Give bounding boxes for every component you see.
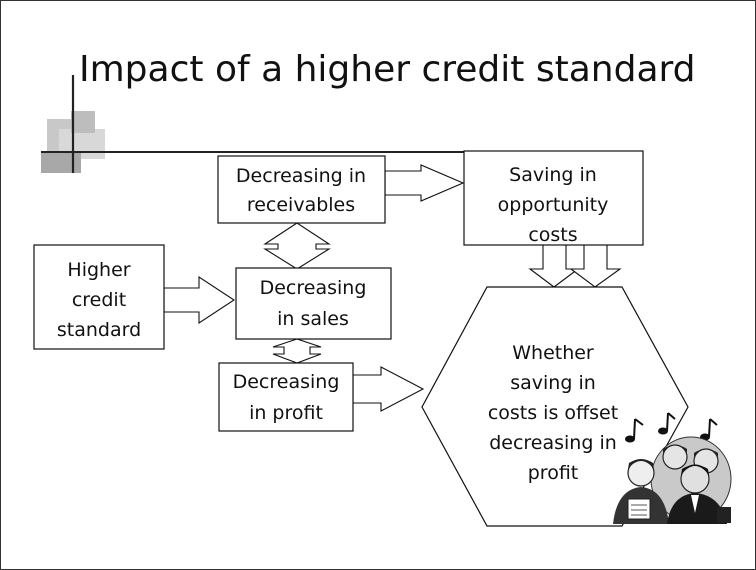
node-text: saving in bbox=[510, 372, 596, 394]
node-text: receivables bbox=[247, 194, 355, 216]
node-text: standard bbox=[57, 319, 141, 341]
node-text: Decreasing bbox=[260, 277, 367, 299]
node-decreasing-profit: Decreasing in profit bbox=[218, 362, 354, 432]
node-text: Saving in bbox=[509, 164, 597, 186]
node-text: credit bbox=[72, 289, 126, 311]
music-note-icon bbox=[625, 412, 718, 443]
node-saving-opportunity-costs: Saving in opportunity costs bbox=[463, 150, 644, 246]
arrow-profit-to-whether bbox=[352, 366, 425, 412]
node-whether-offset: Whether saving in costs is offset decrea… bbox=[421, 286, 689, 527]
node-text: profit bbox=[528, 462, 579, 484]
arrow-saving-to-whether-right bbox=[569, 244, 622, 288]
node-text: Decreasing in bbox=[236, 165, 366, 187]
node-text: Higher bbox=[67, 259, 130, 281]
node-text: Decreasing bbox=[233, 371, 340, 393]
node-text: costs bbox=[528, 224, 577, 246]
node-text: in sales bbox=[277, 308, 349, 330]
arrow-saving-to-whether-left bbox=[528, 244, 580, 288]
node-decreasing-sales: Decreasing in sales bbox=[235, 267, 392, 340]
node-higher-credit-standard: Higher credit standard bbox=[33, 244, 165, 350]
slide-title: Impact of a higher credit standard bbox=[79, 49, 696, 90]
arrow-sales-receivables-double bbox=[263, 222, 331, 270]
arrow-credit-to-sales bbox=[163, 275, 236, 325]
node-decreasing-receivables: Decreasing in receivables bbox=[217, 155, 386, 224]
business-people-clipart bbox=[613, 412, 732, 524]
corner-crosshair-decoration bbox=[41, 75, 471, 173]
node-text: in profit bbox=[249, 402, 323, 424]
node-text: decreasing in bbox=[489, 432, 617, 454]
node-text: opportunity bbox=[498, 194, 609, 216]
arrow-sales-profit-double bbox=[272, 338, 322, 364]
node-text: Whether bbox=[512, 342, 594, 364]
arrow-receivables-to-saving bbox=[384, 164, 465, 202]
node-text: costs is offset bbox=[488, 402, 618, 424]
